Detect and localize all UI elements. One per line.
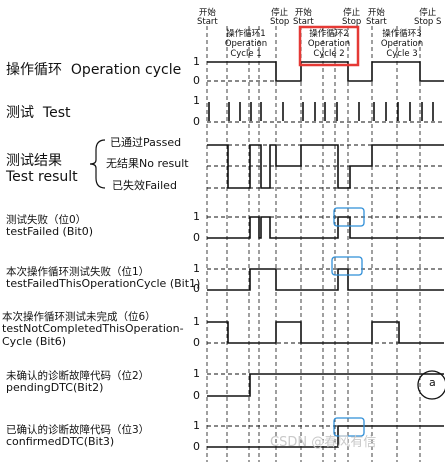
row-operation-cycle-label: 操作循环 Operation cycle <box>6 62 182 78</box>
diagram-annotations <box>89 25 445 437</box>
level-low: 0 <box>193 231 200 244</box>
row-pending-dtc-label: 未确认的诊断故障代码（位2） pendingDTC(Bit2) <box>6 370 150 395</box>
level-low: 0 <box>193 389 200 402</box>
level-high: 1 <box>193 315 200 328</box>
row-testfailed-this-cycle-label: 本次操作循环测试失败（位1） testFailedThisOperationCy… <box>6 266 201 291</box>
level-low: 0 <box>193 336 200 349</box>
row-test-not-completed-label: 本次操作循环测试未完成（位6） testNotCompletedThisOper… <box>2 311 184 348</box>
annotation-circle <box>417 370 445 400</box>
cycle-boundary-lines <box>206 26 421 462</box>
level-high: 1 <box>193 262 200 275</box>
testfailed-wave <box>207 216 444 239</box>
no-result-label: 无结果No result <box>106 157 189 170</box>
level-high: 1 <box>193 210 200 223</box>
cycle-2-highlight <box>298 25 360 67</box>
failure-callout-box <box>331 256 363 276</box>
result-brace <box>89 139 106 189</box>
row-test-label: 测试 Test <box>6 105 71 121</box>
test-result-wave <box>207 144 444 189</box>
row-testfailed-label: 测试失败（位0） testFailed (Bit0) <box>6 214 94 239</box>
level-low: 0 <box>193 74 200 87</box>
level-high: 1 <box>193 419 200 432</box>
watermark: CSDN @春风有信 <box>270 435 377 450</box>
testfailed-this-cycle-wave <box>207 268 444 291</box>
level-high: 1 <box>193 367 200 380</box>
level-low: 0 <box>193 440 200 453</box>
level-high: 1 <box>193 55 200 68</box>
annotation-a: a <box>429 376 436 389</box>
level-low: 0 <box>193 115 200 128</box>
test-not-completed-wave <box>207 321 444 344</box>
row-confirmed-dtc-label: 已确认的诊断故障代码（位3） confirmedDTC(Bit3) <box>6 424 150 449</box>
failure-callout-box <box>333 417 365 437</box>
failed-label: 已失效Failed <box>112 179 177 192</box>
failure-callout-box <box>333 207 365 227</box>
operation-cycle-wave <box>207 61 444 82</box>
pending-dtc-wave <box>207 373 444 397</box>
level-high: 1 <box>193 94 200 107</box>
passed-label: 已通过Passed <box>110 136 182 149</box>
signal-waveforms <box>207 61 444 448</box>
level-low: 0 <box>193 282 200 295</box>
